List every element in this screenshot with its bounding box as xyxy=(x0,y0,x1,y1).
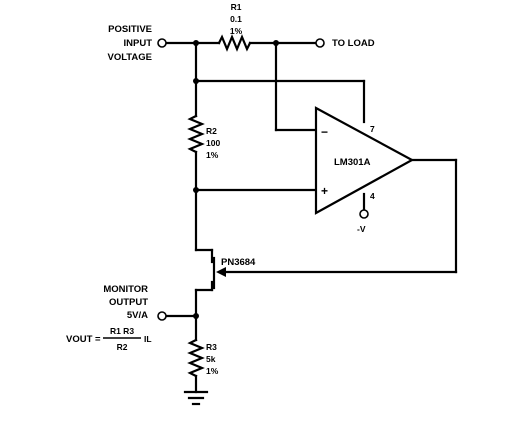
r2-zigzag xyxy=(187,114,205,154)
op-amp-triangle xyxy=(314,106,415,215)
jfet-gate-arrow xyxy=(216,267,226,277)
r3-name: R3 xyxy=(206,342,217,352)
monitor-label: MONITOR OUTPUT 5V/A xyxy=(103,284,148,321)
input-label: POSITIVE INPUT VOLTAGE xyxy=(107,24,152,63)
load-terminal xyxy=(315,38,325,48)
negative-supply-terminal xyxy=(359,209,369,219)
formula-numerator: R1 R3 xyxy=(110,326,134,336)
input-label-line-2: INPUT xyxy=(124,38,153,49)
negative-supply-label: -V xyxy=(357,224,366,234)
r2-value: 100 xyxy=(206,138,220,148)
r2-resistor: R2 100 1% xyxy=(187,114,220,160)
monitor-label-line-1: MONITOR xyxy=(103,284,148,295)
r3-zigzag xyxy=(187,338,205,378)
op-amp-pin7: 7 xyxy=(370,124,375,134)
monitor-label-line-2: OUTPUT xyxy=(109,297,148,308)
formula-denominator: R2 xyxy=(117,342,128,352)
input-terminal xyxy=(157,38,167,48)
load-label: TO LOAD xyxy=(332,38,375,49)
monitor-label-line-3: 5V/A xyxy=(127,310,148,321)
input-label-line-1: POSITIVE xyxy=(108,24,152,35)
jfet-transistor: PN3684 xyxy=(194,248,256,292)
formula-lhs: VOUT = xyxy=(66,334,101,345)
jfet-label: PN3684 xyxy=(221,257,256,268)
r1-name: R1 xyxy=(231,2,242,12)
r1-value: 0.1 xyxy=(230,14,242,24)
op-amp-name: LM301A xyxy=(334,157,371,168)
r2-tolerance: 1% xyxy=(206,150,219,160)
r3-resistor: R3 5k 1% xyxy=(187,338,219,378)
r3-value: 5k xyxy=(206,354,216,364)
output-formula: VOUT = R1 R3 R2 IL xyxy=(66,326,152,352)
op-amp: − + LM301A 7 4 xyxy=(314,106,415,215)
ground-icon xyxy=(183,390,209,406)
r2-name: R2 xyxy=(206,126,217,136)
op-amp-plus-sign: + xyxy=(321,184,328,198)
r3-tolerance: 1% xyxy=(206,366,219,376)
monitor-terminal xyxy=(157,311,167,321)
r1-tolerance: 1% xyxy=(230,26,243,36)
r1-resistor: R1 0.1 1% xyxy=(164,2,318,52)
r1-zigzag xyxy=(217,34,252,52)
formula-suffix: IL xyxy=(144,334,152,344)
input-label-line-3: VOLTAGE xyxy=(107,52,152,63)
op-amp-pin4: 4 xyxy=(370,191,375,201)
op-amp-minus-sign: − xyxy=(321,125,328,139)
